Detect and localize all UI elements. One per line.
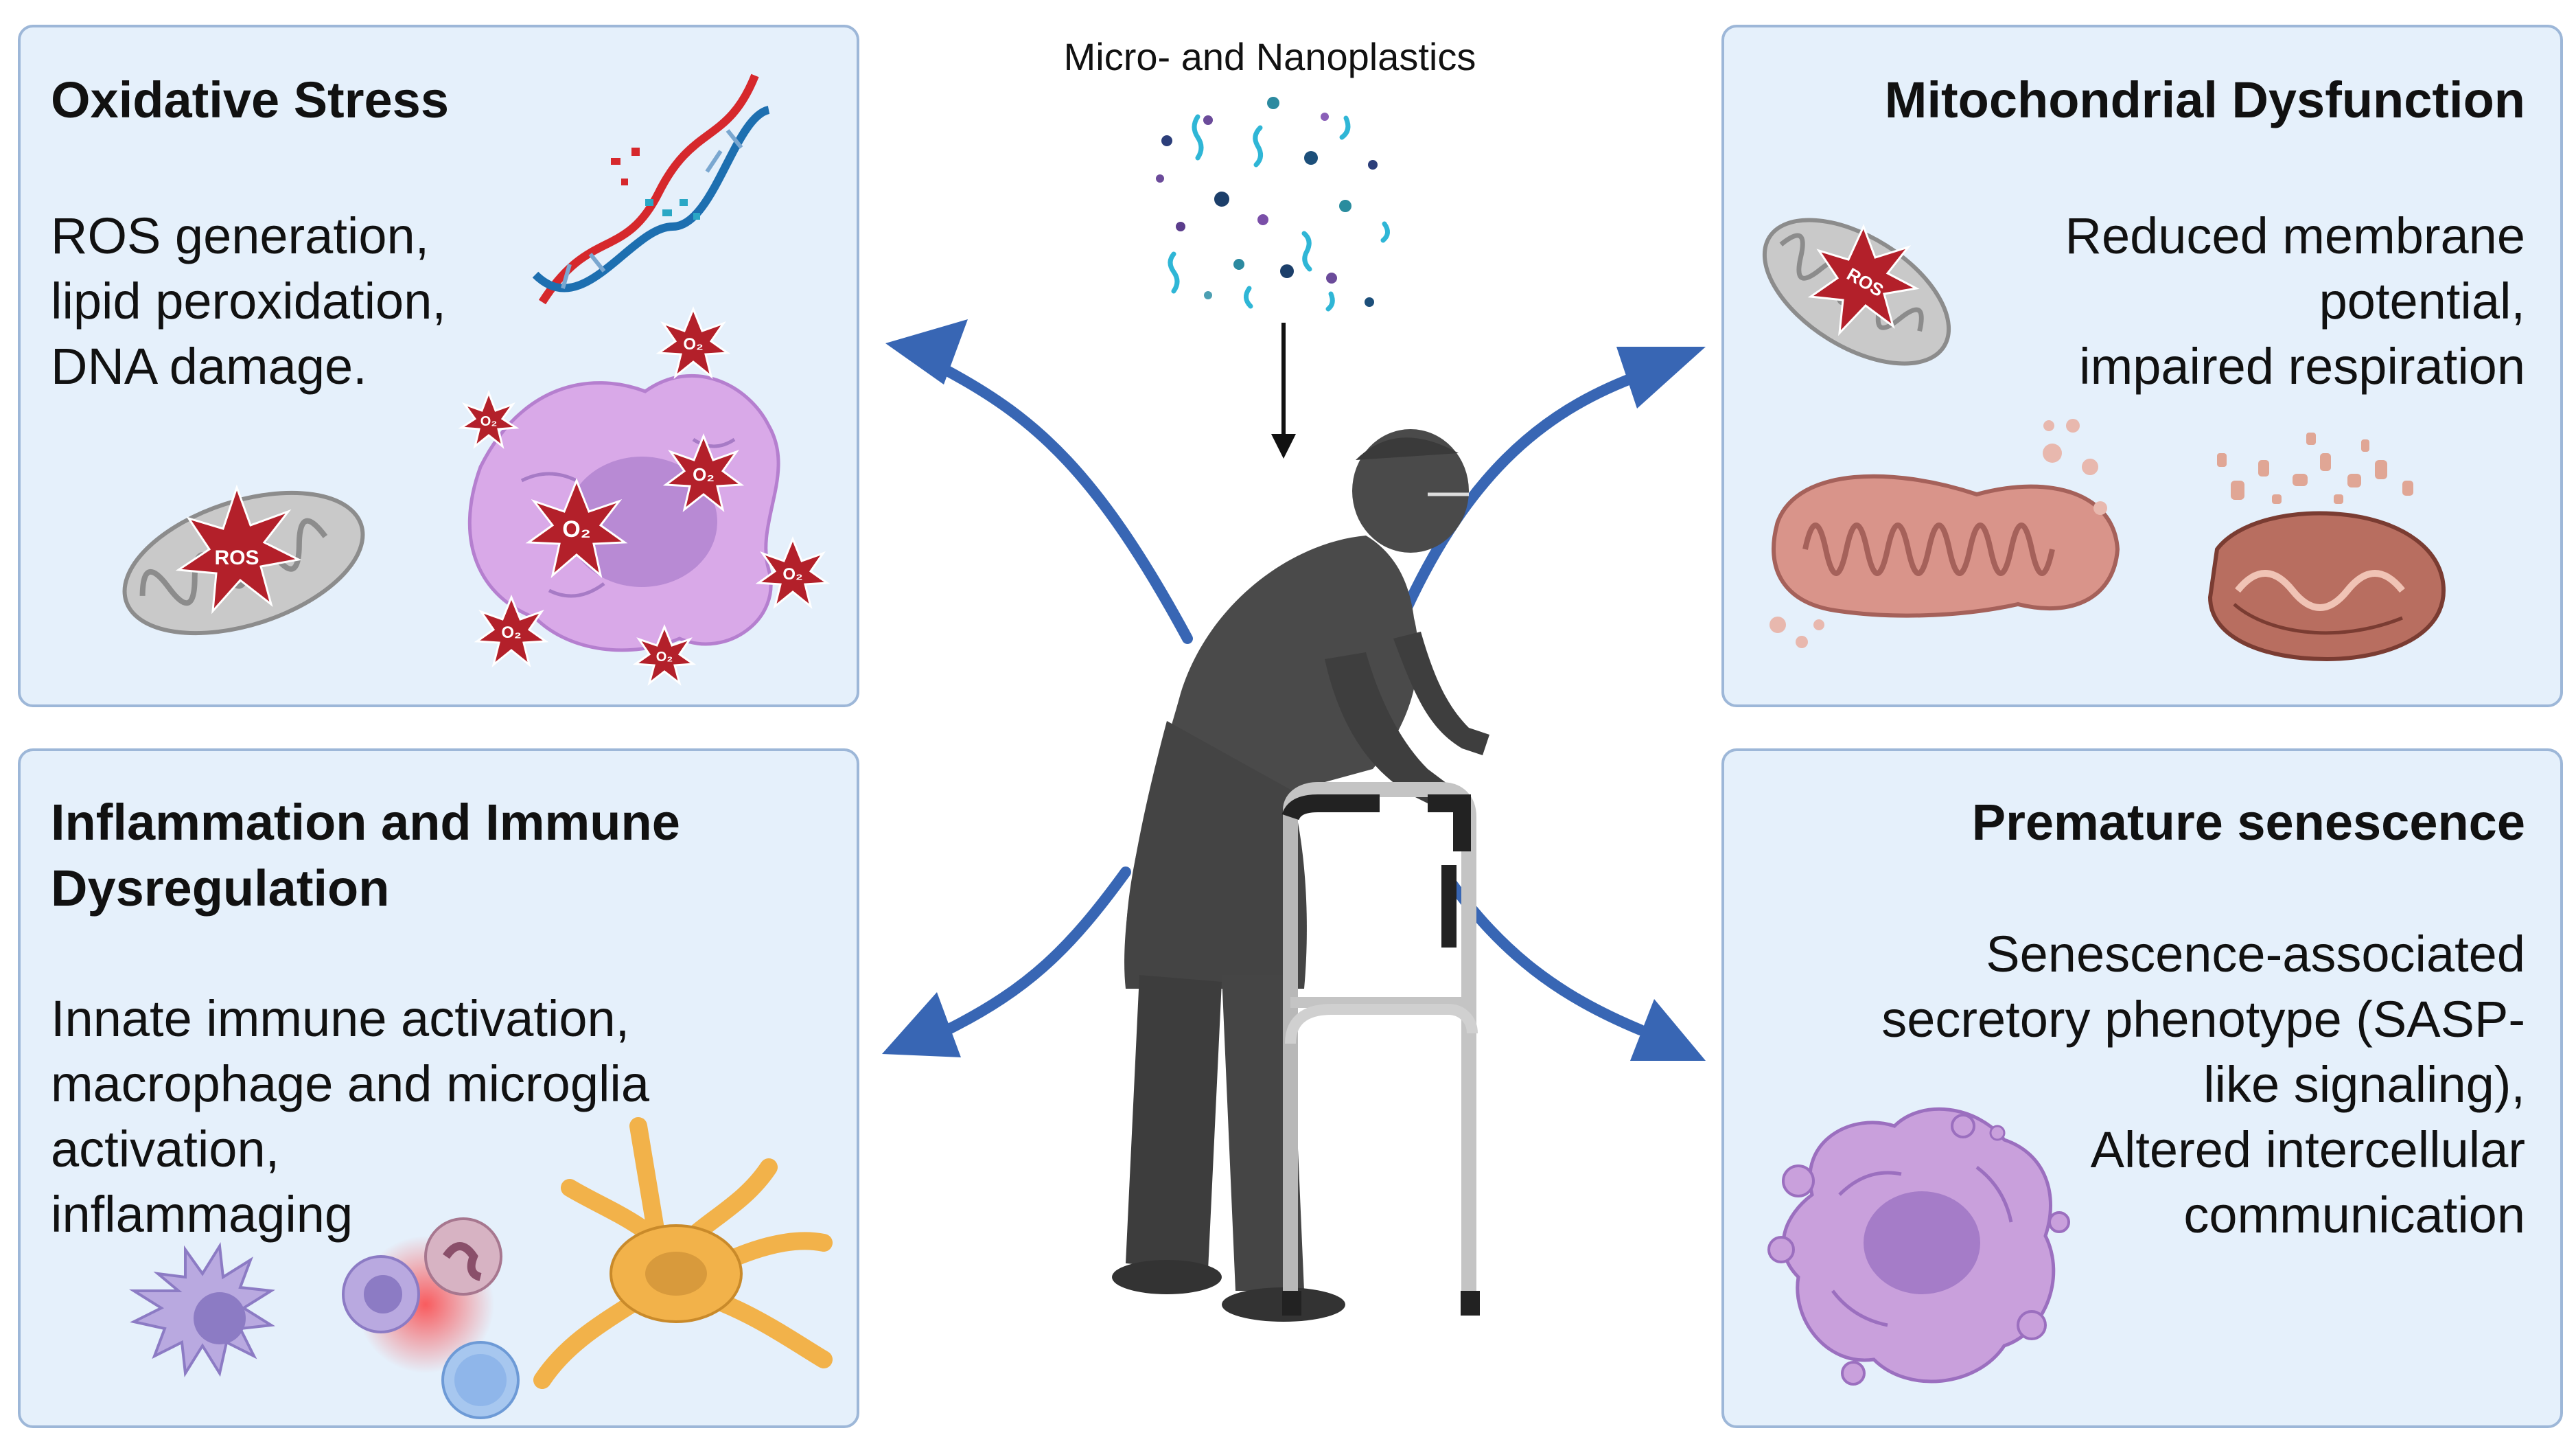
senescence-body: Senescence-associated secretory phenotyp… <box>1881 926 2525 1243</box>
o2-label: O₂ <box>562 516 591 542</box>
oxidative-stress-body: ROS generation, lipid peroxidation, DNA … <box>51 207 446 395</box>
plastic-particles <box>1156 97 1390 312</box>
macrophage-icon <box>342 1255 420 1333</box>
svg-text:O₂: O₂ <box>683 335 703 354</box>
elderly-silhouette <box>1112 429 1489 1322</box>
walker-frame <box>1281 782 1480 1316</box>
arrow-to-senescence <box>1443 873 1706 1061</box>
ros-burst-tl: ROS <box>175 484 302 615</box>
ros-burst-tr: ROS <box>1807 224 1920 336</box>
senescence-title: Premature senescence <box>1971 794 2525 851</box>
dna-icon <box>532 73 770 305</box>
microglia-icon <box>533 1117 833 1389</box>
arrow-to-mitochondrial <box>1388 347 1706 644</box>
svg-text:O₂: O₂ <box>480 414 497 429</box>
oxygen-bursts: O₂ O₂ O₂ O₂ O₂ O₂ <box>458 306 831 686</box>
svg-text:O₂: O₂ <box>656 650 673 665</box>
mitochondrial-dysfunction-body: Reduced membrane potential, impaired res… <box>2065 207 2525 395</box>
arrow-to-oxidative <box>885 319 1193 644</box>
inflammation-body: Innate immune activation, macrophage and… <box>51 990 650 1243</box>
svg-text:O₂: O₂ <box>501 623 521 642</box>
senescent-cell-icon <box>1767 1107 2070 1386</box>
oxidative-stress-title: Oxidative Stress <box>51 71 449 128</box>
svg-text:O₂: O₂ <box>693 464 715 485</box>
exposure-label: Micro- and Nanoplastics <box>1063 35 1476 78</box>
neutrophil-icon <box>424 1217 502 1296</box>
lymphocyte-icon <box>441 1341 520 1419</box>
fragmented-mitochondrion-icon <box>2207 433 2446 662</box>
inflammation-title: Inflammation and Immune Dysregulation <box>51 794 680 917</box>
arrow-to-inflammation <box>882 867 1131 1057</box>
dendritic-cell-icon <box>129 1242 275 1377</box>
ros-label: ROS <box>214 547 259 569</box>
damaged-mitochondrion-icon <box>1769 419 2120 648</box>
svg-text:O₂: O₂ <box>782 565 802 584</box>
mitochondrial-dysfunction-title: Mitochondrial Dysfunction <box>1884 71 2525 128</box>
